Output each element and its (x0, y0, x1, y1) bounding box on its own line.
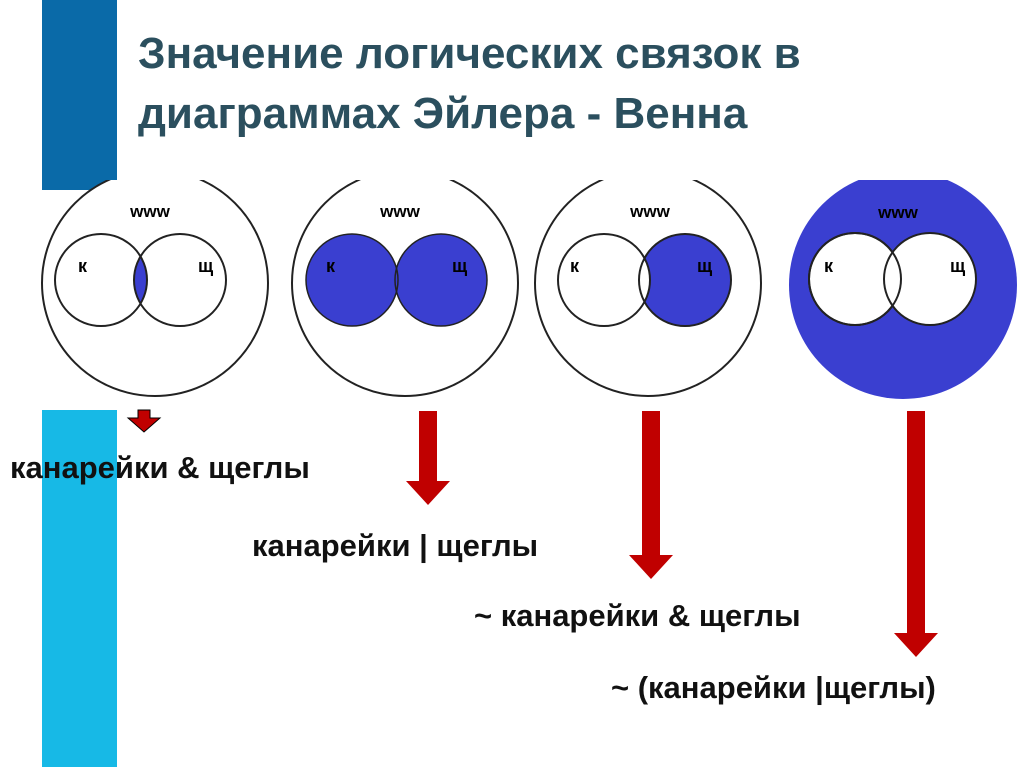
set-k-label: к (824, 256, 834, 276)
slide-title-line-2: диаграммах Эйлера - Венна (138, 89, 748, 138)
arrow-1 (126, 409, 162, 433)
venn-diagram-or: www к щ (291, 180, 519, 397)
venn-diagram-not-or: www к щ (789, 180, 1017, 399)
set-k-circle (54, 233, 148, 327)
universe-label: www (629, 202, 670, 221)
expression-or: канарейки | щеглы (252, 528, 539, 563)
set-k-circle (305, 233, 399, 327)
set-k-circle (557, 233, 651, 327)
expression-and: канарейки & щеглы (10, 450, 310, 485)
set-k-label: к (326, 256, 336, 276)
universe-label: www (877, 203, 918, 222)
arrow-3 (629, 411, 673, 579)
set-shch-circle (883, 232, 977, 326)
universe-label: www (129, 202, 170, 221)
right-only-region (639, 234, 731, 326)
set-k-label: к (78, 256, 88, 276)
set-shch-label: щ (452, 256, 468, 276)
slide-title-line-1: Значение логических связок в (138, 29, 801, 78)
set-shch-label: щ (198, 256, 214, 276)
set-shch-circle (638, 233, 732, 327)
venn-diagrams: www к щ www к щ www к щ www к щ (41, 180, 1017, 399)
expression-not-or: ~ (канарейки |щеглы) (611, 670, 936, 705)
set-shch-label: щ (697, 256, 713, 276)
accent-bar-bottom (42, 410, 117, 767)
arrow-2 (406, 411, 450, 505)
venn-diagram-not-and: www к щ (534, 180, 762, 397)
accent-bar-top (42, 0, 117, 190)
slide-title: Значение логических связок в диаграммах … (138, 24, 998, 144)
arrows (126, 409, 938, 657)
set-shch-fill (395, 234, 487, 326)
arrow-4 (894, 411, 938, 657)
set-shch-circle (394, 233, 488, 327)
set-k-label: к (570, 256, 580, 276)
venn-diagram-and: www к щ (41, 180, 269, 397)
universe-label: www (379, 202, 420, 221)
set-shch-circle (133, 233, 227, 327)
set-k-outline (808, 232, 902, 326)
expression-not-and: ~ канарейки & щеглы (474, 598, 801, 633)
set-k-fill (306, 234, 398, 326)
set-shch-label: щ (950, 256, 966, 276)
